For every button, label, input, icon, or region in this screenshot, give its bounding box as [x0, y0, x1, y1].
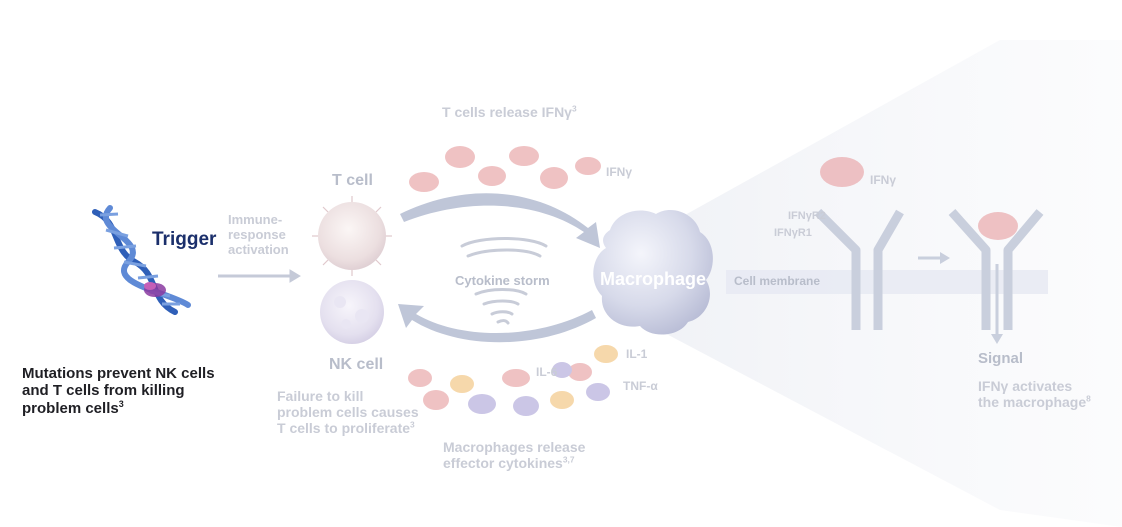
- dna-helix-icon: [92, 205, 191, 315]
- activation-arrow: [218, 269, 301, 283]
- ifng-right-label: IFNγ: [870, 173, 897, 187]
- ifng-activates-label: IFNγ activates the macrophage8: [978, 378, 1091, 411]
- tnf-label: TNF-α: [623, 379, 658, 393]
- tornado-icon: [460, 237, 548, 325]
- trigger-label: Trigger: [152, 229, 217, 250]
- ifng-receptor-icon: [814, 208, 1044, 330]
- macrophage-release-label: Macrophages release effector cytokines3,…: [443, 439, 586, 472]
- receptor-arrow: [918, 252, 950, 264]
- macrophage-label: Macrophage: [600, 269, 707, 289]
- mutations-label: Mutations prevent NK cells and T cells f…: [22, 365, 215, 417]
- failure-label: Failure to kill problem cells causes T c…: [277, 388, 419, 437]
- il1-label: IL-1: [626, 347, 648, 361]
- ifngr2-label: IFNγR2: [788, 210, 826, 222]
- signal-label: Signal: [978, 350, 1024, 367]
- macrophage-icon: [593, 210, 713, 335]
- cytokine-storm-label: Cytokine storm: [455, 273, 550, 288]
- t-cell-icon: [312, 196, 392, 276]
- t-release-label: T cells release IFNγ3: [442, 103, 577, 120]
- cell-membrane-band: [726, 270, 1048, 294]
- cell-membrane-label: Cell membrane: [734, 274, 821, 288]
- immune-activation-label: Immune- response activation: [228, 212, 289, 257]
- nk-cell-icon: [320, 280, 384, 344]
- nk-cell-label: NK cell: [329, 356, 384, 373]
- il6-label: IL-6: [536, 365, 558, 379]
- ifngr1-label: IFNγR1: [774, 227, 812, 239]
- ifng-top-label: IFNγ: [606, 165, 633, 179]
- cycle-arrows: [398, 193, 600, 343]
- t-cell-label: T cell: [332, 172, 373, 189]
- cytokine-icon: [408, 146, 1018, 416]
- signal-arrow: [991, 264, 1003, 344]
